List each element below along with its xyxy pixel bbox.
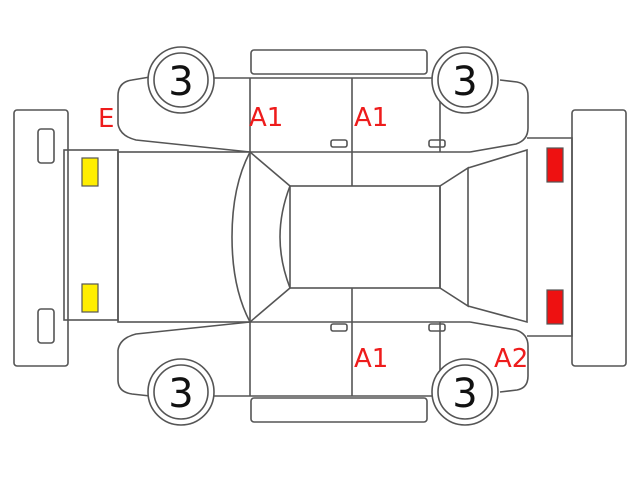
mark-rear-right-quarter: A2 [494,344,528,374]
front-right-lamp [81,283,99,313]
mark-rear-left-door: A1 [354,103,388,133]
tire-front-left-grade: 3 [168,59,193,105]
car-body-top [63,137,573,337]
tire-rear-right-grade: 3 [452,371,477,417]
tire-front-right-grade: 3 [168,371,193,417]
tire-front-right: 3 [147,358,215,426]
rear-right-lamp [546,289,564,325]
front-bumper [13,109,69,367]
front-left-lamp [81,157,99,187]
mark-front-right-door: A1 [354,344,388,374]
rear-left-lamp [546,147,564,183]
right-side-panels [117,288,529,423]
tire-rear-left: 3 [431,46,499,114]
mark-front-left-door: A1 [249,103,283,133]
tire-front-left: 3 [147,46,215,114]
tire-rear-right: 3 [431,358,499,426]
rear-bumper [571,109,627,367]
left-side-panels [117,49,529,186]
tire-rear-left-grade: 3 [452,59,477,105]
mark-front-left-fender: E [98,104,114,134]
